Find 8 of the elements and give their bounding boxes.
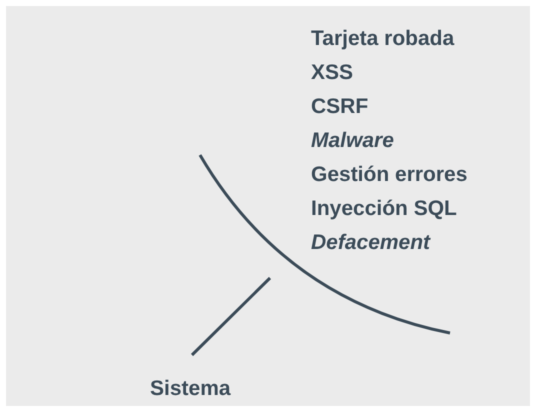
- threat-label: Defacement: [311, 230, 432, 256]
- threat-label: CSRF: [311, 94, 370, 120]
- threat-label: Gestión errores: [311, 162, 468, 188]
- threat-label: Tarjeta robada: [311, 26, 456, 52]
- threat-label: Inyección SQL: [311, 196, 458, 222]
- threat-label: XSS: [311, 60, 354, 86]
- system-label: Sistema: [150, 376, 231, 402]
- threat-label: Malware: [311, 128, 395, 154]
